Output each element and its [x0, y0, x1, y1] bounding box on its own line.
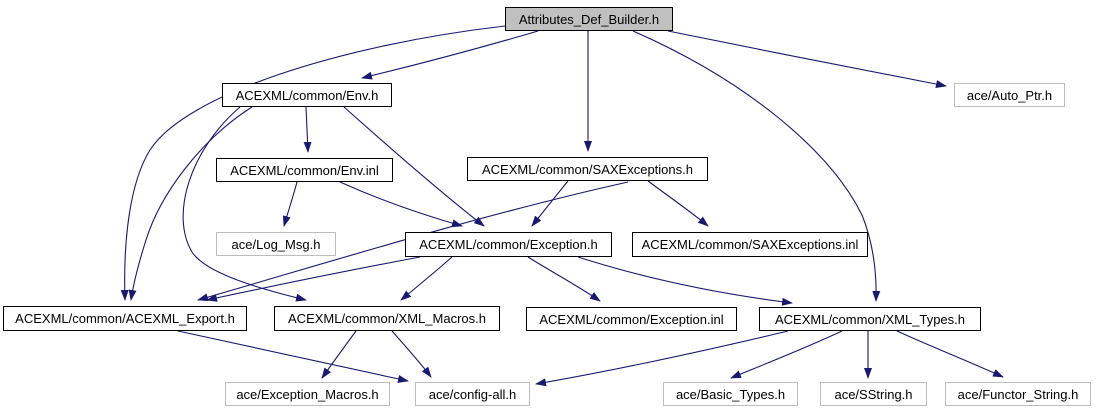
edge-env-h-to-env-inl — [303, 106, 312, 153]
edge-env-h-to-exception-h — [343, 106, 485, 227]
node-sstring-h: ace/SString.h — [820, 382, 927, 406]
edge-xml-types-h-to-config-all-h — [535, 330, 789, 387]
edge-saxexceptions-h-to-exception-h — [531, 180, 569, 227]
edge-attributes-def-builder-h-to-xml-types-h — [632, 30, 881, 302]
edge-saxexceptions-h-to-saxexceptions-inl — [647, 180, 709, 227]
edge-exception-h-to-exception-inl — [527, 256, 601, 302]
edge-env-h-to-acexml-export-h — [128, 106, 253, 301]
node-config-all-h: ace/config-all.h — [415, 382, 530, 406]
edge-attributes-def-builder-h-to-auto-ptr-h — [667, 30, 947, 88]
node-log-msg-h: ace/Log_Msg.h — [216, 232, 336, 256]
node-exception-inl[interactable]: ACEXML/common/Exception.inl — [526, 307, 737, 331]
node-env-inl[interactable]: ACEXML/common/Env.inl — [216, 158, 393, 182]
edge-xml-types-h-to-basic-types-h — [730, 330, 843, 379]
node-env-h[interactable]: ACEXML/common/Env.h — [222, 83, 392, 107]
node-exception-h[interactable]: ACEXML/common/Exception.h — [405, 232, 612, 257]
edge-exception-h-to-xml-types-h — [577, 256, 793, 306]
edge-xml-types-h-to-functor-string-h — [896, 330, 1004, 378]
node-auto-ptr-h: ace/Auto_Ptr.h — [954, 83, 1065, 107]
node-attributes-def-builder-h: Attributes_Def_Builder.h — [505, 7, 673, 31]
node-xml-types-h[interactable]: ACEXML/common/XML_Types.h — [759, 307, 981, 331]
edge-env-inl-to-exception-h — [339, 181, 463, 228]
node-basic-types-h: ace/Basic_Types.h — [663, 382, 798, 406]
edge-xml-macros-h-to-config-all-h — [391, 330, 432, 378]
edge-exception-h-to-acexml-export-h — [206, 256, 421, 302]
edge-xml-macros-h-to-exception-macros-h — [321, 330, 357, 379]
node-xml-macros-h[interactable]: ACEXML/common/XML_Macros.h — [274, 306, 500, 331]
node-functor-string-h: ace/Functor_String.h — [945, 382, 1091, 406]
edge-env-inl-to-log-msg-h — [282, 181, 298, 227]
edge-acexml-export-h-to-config-all-h — [177, 330, 409, 383]
edge-attributes-def-builder-h-to-env-h — [361, 30, 539, 80]
node-saxexceptions-inl[interactable]: ACEXML/common/SAXExceptions.inl — [632, 232, 868, 257]
node-acexml-export-h[interactable]: ACEXML/common/ACEXML_Export.h — [3, 306, 247, 331]
edge-env-h-to-xml-macros-h — [182, 106, 307, 302]
edge-exception-h-to-xml-macros-h — [400, 256, 453, 301]
node-exception-macros-h: ace/Exception_Macros.h — [225, 382, 390, 406]
edge-attributes-def-builder-h-to-acexml-export-h — [120, 25, 506, 301]
node-saxexceptions-h[interactable]: ACEXML/common/SAXExceptions.h — [467, 157, 708, 181]
